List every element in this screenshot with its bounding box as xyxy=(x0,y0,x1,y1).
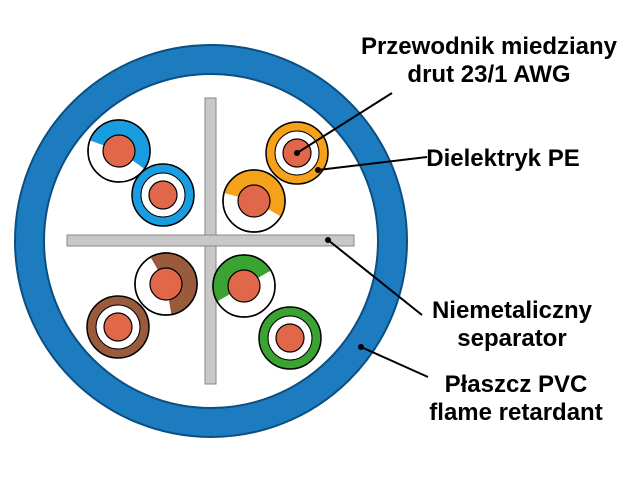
copper-conductor xyxy=(237,184,271,218)
dielectric-label: Dielektryk PE xyxy=(426,145,579,172)
copper-conductor xyxy=(227,269,261,303)
conductor-label-line1: Przewodnik miedziany xyxy=(361,33,618,60)
wire-brown-solid xyxy=(86,295,150,359)
leader-line-separator xyxy=(327,239,423,316)
conductor-label-line2: drut 23/1 AWG xyxy=(407,61,570,88)
wire-blue-white-striped xyxy=(87,119,151,183)
separator-horizontal-bar xyxy=(66,234,355,247)
copper-conductor xyxy=(102,134,136,168)
wire-orange-white-striped xyxy=(222,169,286,233)
copper-conductor xyxy=(148,180,178,210)
wire-blue-solid xyxy=(131,163,195,227)
wire-brown-white-striped xyxy=(134,252,198,316)
wire-outline xyxy=(222,169,286,233)
wire-orange-solid xyxy=(265,121,329,185)
leader-dot-conductor xyxy=(294,150,300,156)
copper-conductor xyxy=(275,323,305,353)
copper-conductor xyxy=(103,312,133,342)
leader-dot-dielectric xyxy=(315,167,321,173)
leader-line-jacket xyxy=(360,346,429,378)
leader-line-dielectric xyxy=(317,156,428,171)
jacket-label-line1: Płaszcz PVC xyxy=(445,371,588,398)
wire-green-solid xyxy=(258,306,322,370)
leader-dot-jacket xyxy=(358,344,364,350)
leader-line-conductor xyxy=(296,92,393,154)
wire-green-white-striped xyxy=(212,254,276,318)
separator-label-line1: Niemetaliczny xyxy=(432,297,593,324)
copper-conductor xyxy=(149,267,183,301)
separator-label-line2: separator xyxy=(457,325,566,352)
wire-outline xyxy=(134,252,198,316)
jacket-label-line2: flame retardant xyxy=(429,399,602,426)
wire-outline xyxy=(212,254,276,318)
wire-outline xyxy=(87,119,151,183)
leader-dot-separator xyxy=(325,237,331,243)
